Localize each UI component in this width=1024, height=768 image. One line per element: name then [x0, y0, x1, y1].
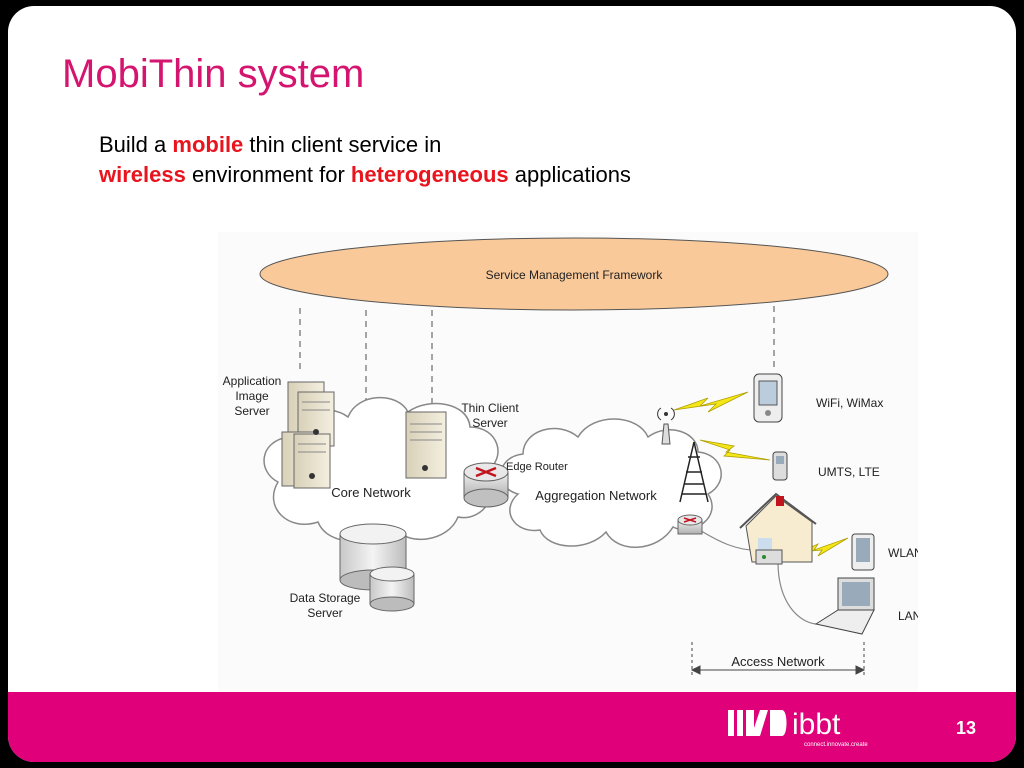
pda-icon — [753, 373, 783, 423]
aggregation-network-cloud — [500, 418, 722, 548]
subtitle-line-2: wireless environment for heterogeneous a… — [99, 160, 631, 190]
laptop-icon — [814, 577, 875, 635]
highlight-wireless: wireless — [99, 162, 186, 187]
footer-bar — [8, 692, 1016, 762]
logo-tagline: connect.innovate.create — [804, 742, 868, 748]
lightning-icon — [673, 391, 849, 557]
slide: MobiThin system Build a mobile thin clie… — [8, 6, 1016, 762]
thin-client-server-icon — [405, 411, 447, 479]
service-framework-ellipse — [259, 237, 889, 311]
thin-client-label-1: Thin Client — [461, 401, 519, 415]
aggregation-network-label: Aggregation Network — [535, 488, 657, 503]
wifi-antenna-icon — [657, 407, 675, 445]
slide-title: MobiThin system — [62, 52, 365, 96]
edge-router-label: Edge Router — [506, 461, 568, 473]
tablet-icon — [851, 533, 875, 571]
subtitle-text: environment for — [185, 162, 351, 187]
subtitle-text: thin client service in — [243, 132, 442, 157]
app-server-label-3: Server — [234, 404, 269, 418]
network-diagram: Service Management Framework Core Networ… — [218, 232, 918, 692]
subtitle-text: applications — [508, 162, 631, 187]
app-server-label-1: Application — [223, 374, 282, 388]
application-server-icon — [281, 381, 335, 489]
subtitle-text: Build a — [99, 132, 173, 157]
data-storage-label-2: Server — [307, 606, 342, 620]
logo-brand: ibbt — [792, 708, 841, 741]
house-icon — [739, 492, 817, 563]
app-server-label-2: Image — [235, 389, 269, 403]
access-network-label: Access Network — [731, 654, 825, 669]
access-router-icon — [677, 514, 703, 535]
slide-subtitle: Build a mobile thin client service in wi… — [99, 130, 631, 190]
ibbt-logo: ibbt connect.innovate.create — [728, 708, 868, 748]
wifi-label: WiFi, WiMax — [816, 396, 883, 410]
umts-label: UMTS, LTE — [818, 465, 880, 479]
edge-router-icon — [463, 462, 509, 508]
data-storage-icon — [339, 523, 415, 612]
highlight-heterogeneous: heterogeneous — [350, 162, 509, 187]
wlan-label: WLAN — [888, 546, 918, 560]
home-gateway-icon — [755, 549, 783, 565]
thin-client-label-2: Server — [472, 416, 507, 430]
data-storage-label-1: Data Storage — [290, 591, 361, 605]
access-network-arrow — [690, 642, 866, 678]
lan-label: LAN — [898, 609, 918, 623]
page-number: 13 — [956, 718, 977, 738]
core-network-label: Core Network — [331, 485, 411, 500]
cell-tower-icon — [679, 441, 709, 503]
highlight-mobile: mobile — [172, 132, 244, 157]
subtitle-line-1: Build a mobile thin client service in — [99, 130, 631, 160]
mobile-phone-icon — [772, 451, 788, 481]
service-framework-label: Service Management Framework — [486, 268, 664, 282]
